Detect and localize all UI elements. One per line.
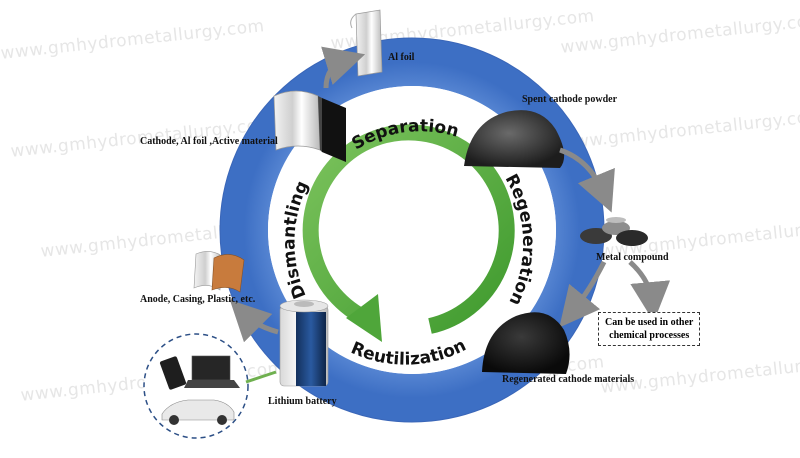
arrow-to-other-processes xyxy=(628,260,671,322)
label-lithium-battery: Lithium battery xyxy=(268,396,337,407)
other-processes-box: Can be used in other chemical processes xyxy=(598,312,701,346)
green-arrow-head xyxy=(346,294,382,342)
regenerated-cathode-image xyxy=(482,312,570,374)
connector-devices-battery xyxy=(245,370,277,384)
other-processes-line2: chemical processes xyxy=(609,330,690,341)
label-anode-casing: Anode, Casing, Plastic, etc. xyxy=(140,294,256,305)
green-cycle-arrow xyxy=(302,124,515,334)
label-al-foil: Al foil xyxy=(388,52,415,63)
label-spent-cathode-powder: Spent cathode powder xyxy=(522,94,618,105)
label-metal-compound: Metal compound xyxy=(596,252,669,263)
lithium-battery-image xyxy=(279,299,329,387)
metal-compound-image xyxy=(580,217,648,246)
label-cathode-al-active: Cathode, Al foil ,Active material xyxy=(140,136,278,147)
arrow-to-al-foil xyxy=(321,46,366,89)
anode-casing-image xyxy=(193,251,245,293)
other-processes-line1: Can be used in other xyxy=(605,317,694,328)
cathode-sheets-image xyxy=(273,90,346,162)
devices-image xyxy=(159,355,240,425)
arrow-to-anode xyxy=(229,299,279,343)
outer-ring xyxy=(220,38,604,422)
arrow-to-metal-compound xyxy=(559,147,615,213)
label-regenerated-cathode: Regenerated cathode materials xyxy=(502,374,635,385)
spent-cathode-powder-image xyxy=(464,110,565,168)
arrow-to-regenerated xyxy=(559,260,607,328)
